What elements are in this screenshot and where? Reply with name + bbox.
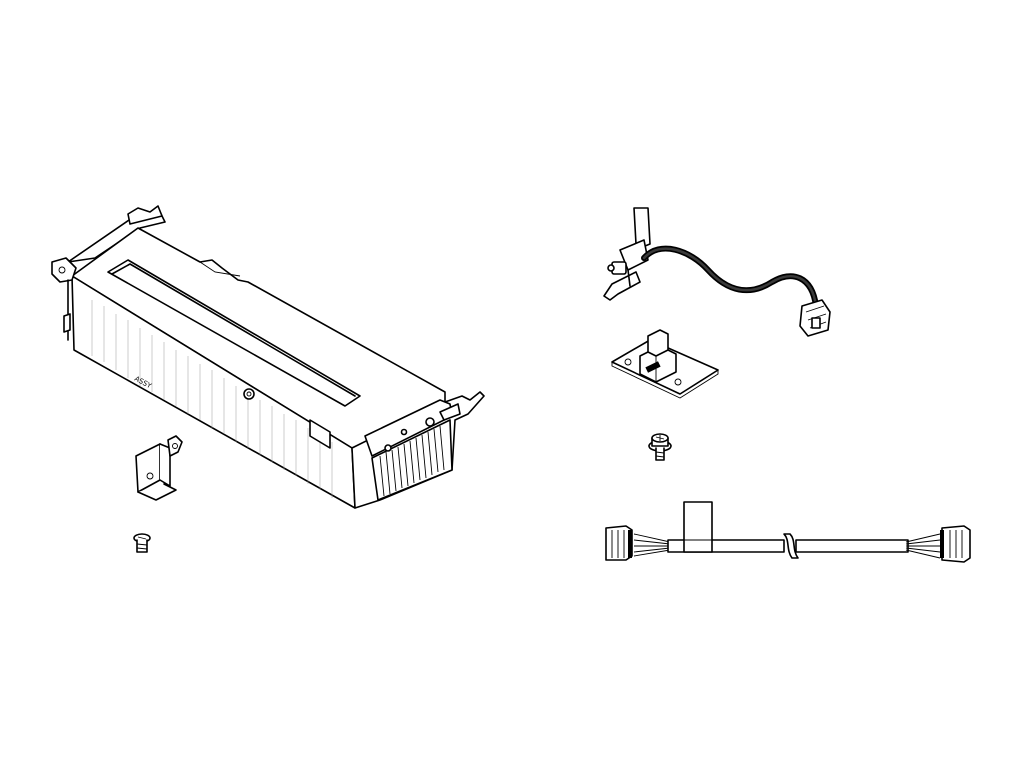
small-circuit-board-icon: [611, 329, 719, 399]
small-bracket-icon: [135, 435, 183, 501]
connector-fin-stack: [371, 419, 453, 501]
screw-icon-left: [133, 533, 151, 553]
switch-with-cable-icon: [603, 207, 831, 337]
riser-cage-assembly: ASSY: [51, 205, 485, 509]
front-panel-hatch: [91, 300, 333, 498]
long-cable-icon: [605, 501, 971, 563]
washer-screw-icon-right: [648, 433, 672, 461]
